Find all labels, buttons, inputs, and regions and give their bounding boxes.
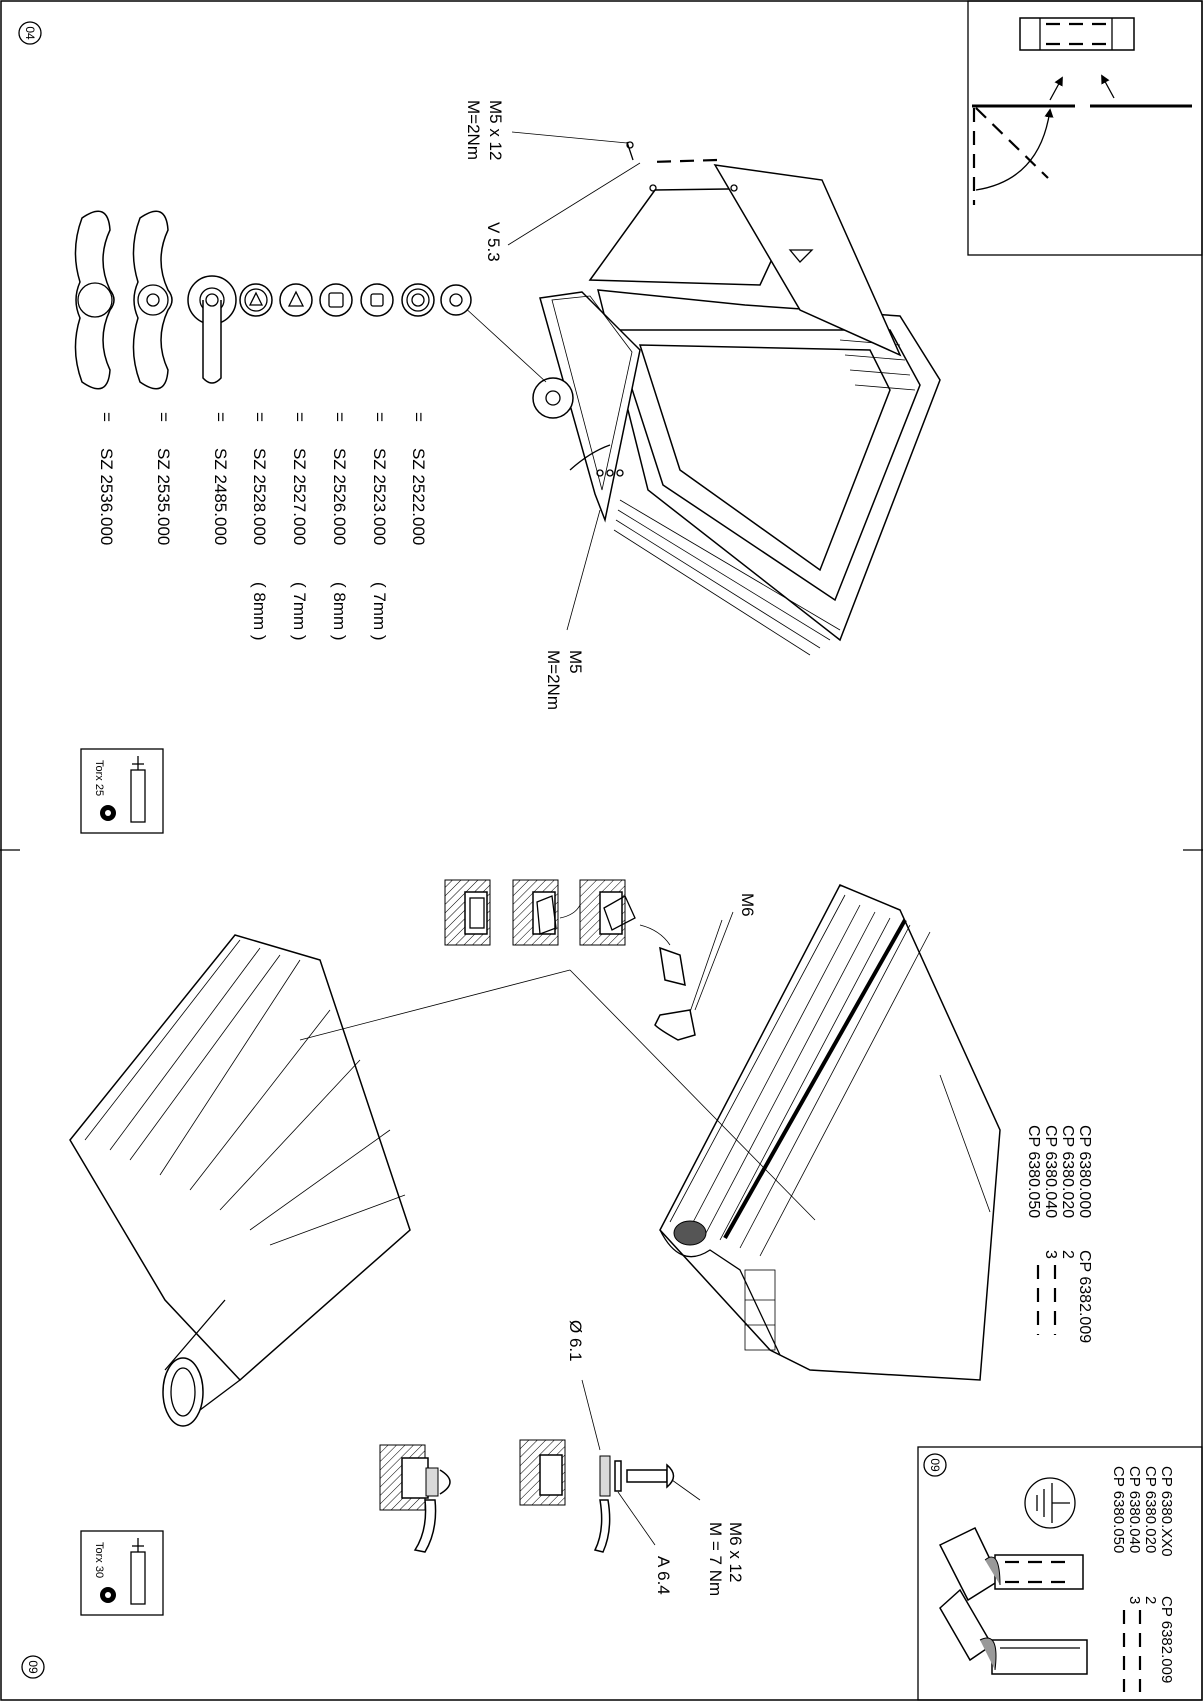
svg-text:CP 6380.050: CP 6380.050: [1025, 1125, 1042, 1218]
key-icon-triangle-insert: [440, 284, 472, 316]
key-part-list: = SZ 2522.000 = SZ 2523.000 ( 7mm ) = SZ…: [97, 412, 428, 641]
svg-text:SZ 2523.000: SZ 2523.000: [370, 448, 389, 545]
svg-text:( 7mm ): ( 7mm ): [370, 582, 389, 641]
svg-text:SZ 2485.000: SZ 2485.000: [211, 448, 230, 545]
key-icon-square-8mm: [319, 283, 353, 317]
svg-text:SZ 2536.000: SZ 2536.000: [97, 448, 116, 545]
svg-text:SZ 2528.000: SZ 2528.000: [250, 448, 269, 545]
svg-text:=: =: [330, 412, 349, 422]
label-torque-side: M=2Nm: [544, 650, 563, 710]
page-number-top: 04: [18, 21, 42, 45]
rail-connection-lines: [299, 919, 991, 1221]
svg-text:2: 2: [1059, 1250, 1076, 1259]
svg-text:SZ 2526.000: SZ 2526.000: [330, 448, 349, 545]
leader-clip: [694, 911, 734, 1011]
svg-text:=: =: [290, 412, 309, 422]
key-icon-double-bit: [401, 283, 435, 317]
earthing-inset: 09 CP 6380.XX0 CP 6380.020 CP 6380.040 C…: [917, 1446, 1203, 1701]
ground-icon: [1024, 1477, 1076, 1529]
svg-text:3: 3: [1126, 1596, 1143, 1604]
key-icon-triangle-8mm: [239, 283, 273, 317]
profile-rail-left: [69, 934, 411, 1427]
svg-text:CP 6380.XX0: CP 6380.XX0: [1158, 1466, 1175, 1557]
leader-lines-top: [461, 131, 641, 631]
svg-text:2: 2: [1142, 1596, 1159, 1604]
door-opening-inset: [967, 0, 1203, 256]
key-icon-t-handle: [74, 210, 115, 390]
key-icons: [74, 210, 472, 390]
label-clip-m6: M6: [738, 893, 757, 917]
svg-text:CP 6380.040: CP 6380.040: [1042, 1125, 1059, 1218]
label-torque-top: M=2Nm: [464, 100, 483, 160]
key-row: = SZ 2485.000: [211, 412, 230, 545]
svg-text:=: =: [409, 412, 428, 422]
svg-text:=: =: [97, 412, 116, 422]
svg-text:CP 6380.040: CP 6380.040: [1126, 1466, 1143, 1553]
tool-torx-25-box: Torx 25: [80, 748, 164, 834]
key-row: = SZ 2526.000 ( 8mm ): [330, 412, 349, 641]
label-washer-a64: A 6.4: [654, 1556, 673, 1595]
svg-text:( 7mm ): ( 7mm ): [290, 582, 309, 641]
key-row: = SZ 2523.000 ( 7mm ): [370, 412, 389, 641]
svg-text:CP 6380.020: CP 6380.020: [1059, 1125, 1076, 1218]
enclosure-box-drawing: [532, 141, 941, 656]
label-washer-v53: V 5.3: [484, 222, 503, 262]
page-number-bottom: 09: [21, 1655, 45, 1679]
svg-text:3: 3: [1042, 1250, 1059, 1259]
svg-text:( 8mm ): ( 8mm ): [330, 582, 349, 641]
svg-text:04: 04: [23, 26, 37, 40]
key-icon-square-7mm: [360, 283, 394, 317]
key-row: = SZ 2527.000 ( 7mm ): [290, 412, 309, 641]
inset-codes: CP 6380.XX0 CP 6380.020 CP 6380.040 CP 6…: [1110, 1466, 1175, 1692]
tool-torx-30-box: Torx 30: [80, 1530, 164, 1616]
svg-text:CP 6380.050: CP 6380.050: [1110, 1466, 1127, 1553]
label-screw-m5x12: M5 x 12: [486, 100, 505, 160]
key-row: = SZ 2522.000: [409, 412, 428, 545]
torx-bit-icon: [100, 1538, 146, 1605]
svg-text:09: 09: [26, 1660, 40, 1674]
inset-corner-sketch: [938, 1526, 1088, 1675]
torx-30-label: Torx 30: [93, 1542, 105, 1578]
svg-text:CP 6380.000: CP 6380.000: [1076, 1125, 1093, 1218]
svg-text:SZ 2535.000: SZ 2535.000: [154, 448, 173, 545]
key-row: = SZ 2528.000 ( 8mm ): [250, 412, 269, 641]
inset-page-number: 09: [923, 1453, 947, 1477]
screw-assembly-detail: [379, 1439, 675, 1553]
label-screw-m5: M5: [566, 650, 585, 674]
svg-text:=: =: [250, 412, 269, 422]
svg-text:CP 6380.020: CP 6380.020: [1142, 1466, 1159, 1553]
svg-text:=: =: [211, 412, 230, 422]
label-screw-m6x12: M6 x 12: [726, 1522, 745, 1582]
svg-text:SZ 2527.000: SZ 2527.000: [290, 448, 309, 545]
key-icon-triangle-7mm: [279, 283, 313, 317]
profile-rail-right: [659, 884, 1001, 1381]
leader-lines-bottom: [581, 1379, 701, 1546]
svg-text:09: 09: [928, 1458, 942, 1472]
svg-text:=: =: [370, 412, 389, 422]
key-icon-t-handle-bit: [132, 210, 173, 390]
key-icon-handle-lever: [187, 275, 237, 384]
key-row: = SZ 2535.000: [154, 412, 173, 545]
svg-text:CP 6382.009: CP 6382.009: [1076, 1250, 1093, 1343]
key-row: = SZ 2536.000: [97, 412, 116, 545]
svg-text:CP 6382.009: CP 6382.009: [1158, 1596, 1175, 1683]
label-diameter: Ø 6.1: [566, 1320, 585, 1362]
torx-25-label: Torx 25: [93, 760, 105, 796]
torx-bit-icon: [100, 756, 146, 823]
label-torque-bottom: M = 7 Nm: [706, 1522, 725, 1596]
svg-text:SZ 2522.000: SZ 2522.000: [409, 448, 428, 545]
clip-section-details: [444, 879, 696, 1041]
profile-part-codes: CP 6380.000 CP 6380.020 CP 6380.040 CP 6…: [1025, 1125, 1093, 1343]
svg-text:=: =: [154, 412, 173, 422]
svg-text:( 8mm ): ( 8mm ): [250, 582, 269, 641]
